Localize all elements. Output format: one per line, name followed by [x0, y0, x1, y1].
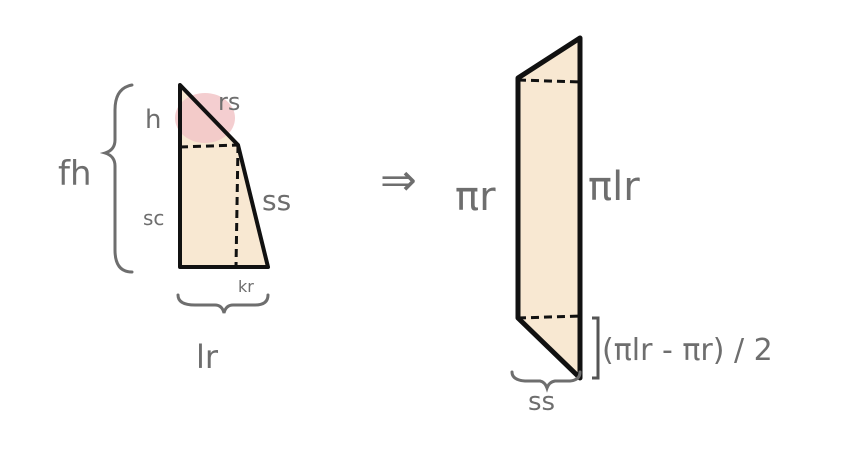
bottom-base-brace: [510, 370, 582, 393]
bottom-right-label: kr: [238, 277, 254, 296]
left-figure: fh h sc rs ss kr lr: [58, 83, 291, 376]
left-horizontal-dashed: [179, 143, 239, 149]
bottom-width-brace: [176, 293, 270, 314]
bottom-height-bracket: [592, 316, 600, 380]
bottom-height-label: (πlr - πr) / 2: [602, 333, 773, 368]
right-bottom-dashed: [517, 314, 581, 320]
right-parallelogram-outline: [515, 35, 583, 381]
height-brace: [99, 83, 134, 274]
bottom-width-label: lr: [196, 338, 219, 376]
height-label: fh: [58, 154, 92, 194]
lower-height-label: sc: [143, 206, 164, 230]
top-triangle-highlight: [175, 93, 235, 143]
right-figure: πr πlr (πlr - πr) / 2 ss: [455, 35, 773, 417]
bottom-base-label: ss: [528, 387, 555, 417]
left-trapezoid-outline: [178, 83, 270, 269]
top-slant-label: rs: [218, 88, 240, 116]
right-side-label: πlr: [588, 164, 640, 210]
left-side-label: πr: [455, 174, 496, 220]
implies-arrow: ⇒: [380, 155, 417, 206]
right-top-dashed: [517, 78, 581, 84]
lower-slant-label: ss: [262, 184, 291, 217]
left-vertical-dashed: [234, 144, 240, 268]
right-parallelogram-fill: [518, 38, 580, 378]
upper-height-label: h: [145, 105, 161, 135]
